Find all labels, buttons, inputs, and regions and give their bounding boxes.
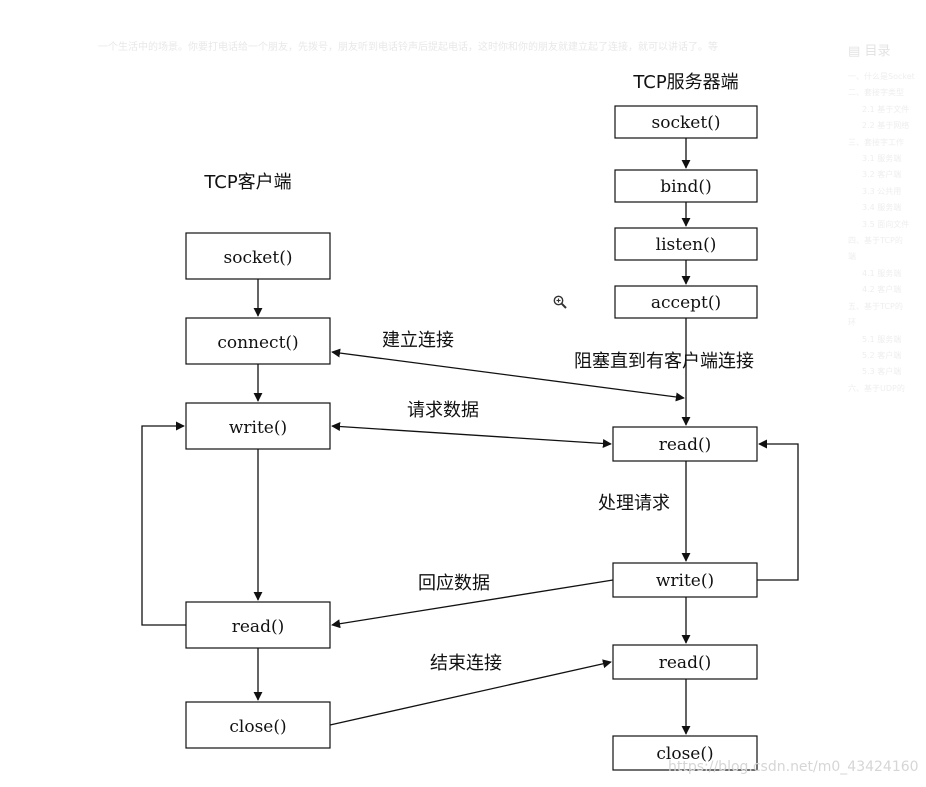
toc-item[interactable]: 一、什么是Socket: [848, 72, 915, 81]
server-bind-label: bind(): [660, 177, 711, 197]
toc-item[interactable]: 六、基于UDP的: [848, 383, 905, 393]
toc-title: 目录: [864, 44, 891, 59]
server-box-read-2: read(): [612, 644, 758, 680]
client-box-socket: socket(): [185, 232, 331, 280]
toc-item[interactable]: 端: [848, 252, 856, 262]
server-box-listen: listen(): [614, 227, 758, 261]
server-box-close: close(): [612, 735, 758, 771]
label-end: 结束连接: [430, 653, 502, 674]
label-response: 回应数据: [418, 573, 490, 594]
toc-item[interactable]: 3.1 服务端: [862, 154, 902, 164]
label-request: 请求数据: [407, 400, 479, 421]
watermark-url: https://blog.csdn.net/m0_43424160: [668, 759, 919, 775]
toc-item[interactable]: 3.4 服务端: [862, 203, 902, 213]
arrow-client-loop: [141, 421, 186, 626]
toc-item[interactable]: 2.2 基于网络: [862, 121, 910, 131]
arrow-request-data: [331, 422, 612, 448]
toc-item[interactable]: 五、基于TCP的: [848, 301, 903, 311]
server-write-label: write(): [656, 571, 714, 591]
label-block: 阻塞直到有客户端连接: [574, 351, 754, 372]
server-box-socket: socket(): [614, 105, 758, 139]
client-read-label: read(): [232, 617, 284, 637]
toc-item[interactable]: 2.1 基于文件: [862, 104, 910, 114]
server-box-write: write(): [612, 562, 758, 598]
toc-item[interactable]: 5.2 客户端: [862, 350, 902, 360]
label-process: 处理请求: [598, 493, 670, 514]
client-box-read: read(): [185, 601, 331, 649]
intro-paragraph: 一个生活中的场景。你要打电话给一个朋友，先拨号，朋友听到电话铃声后提起电话，这时…: [98, 42, 718, 53]
toc-item[interactable]: 3.5 面向文件: [862, 219, 910, 229]
server-accept-label: accept(): [651, 293, 721, 313]
toc-item[interactable]: 3.2 客户端: [862, 170, 902, 180]
arrow-end-connection: [329, 659, 612, 726]
client-close-label: close(): [229, 717, 286, 737]
toc-item[interactable]: 4.2 客户端: [862, 285, 902, 295]
server-title: TCP服务器端: [632, 72, 738, 93]
label-establish: 建立连接: [382, 330, 454, 351]
toc-item[interactable]: 三、套接字工作: [848, 137, 904, 147]
toc-item[interactable]: 环: [848, 318, 856, 328]
toc-list: 一、什么是Socket 二、套接字类型 2.1 基于文件 2.2 基于网络三、套接字工…: [848, 69, 926, 397]
client-socket-label: socket(): [224, 248, 293, 268]
diagram-canvas: TCP客户端 TCP服务器端 socket() connect() write(…: [98, 68, 816, 780]
arrow-establish-connection: [331, 348, 685, 402]
server-box-read: read(): [612, 426, 758, 462]
client-title: TCP客户端: [203, 172, 291, 193]
toc-item[interactable]: 二、套接字类型: [848, 88, 904, 98]
server-socket-label: socket(): [652, 113, 721, 133]
table-of-contents: ▤ 目录 一、什么是Socket 二、套接字类型 2.1 基于文件 2.2 基于网络三…: [848, 40, 926, 397]
toc-item[interactable]: 3.3 公共用: [862, 186, 902, 196]
client-box-write: write(): [185, 402, 331, 450]
client-write-label: write(): [229, 418, 287, 438]
client-connect-label: connect(): [217, 333, 298, 353]
toc-item[interactable]: 5.3 客户端: [862, 367, 902, 377]
client-box-connect: connect(): [185, 317, 331, 365]
server-close-label: close(): [656, 744, 713, 764]
client-box-close: close(): [185, 701, 331, 749]
server-box-accept: accept(): [614, 285, 758, 319]
list-icon: ▤: [848, 44, 861, 59]
server-read-2-label: read(): [659, 653, 711, 673]
toc-item[interactable]: 4.1 服务端: [862, 268, 902, 278]
tcp-flow-diagram: TCP客户端 TCP服务器端 socket() connect() write(…: [98, 68, 816, 780]
server-listen-label: listen(): [656, 235, 717, 255]
server-box-bind: bind(): [614, 169, 758, 203]
arrow-server-loop: [757, 439, 799, 581]
toc-item[interactable]: 5.1 服务端: [862, 334, 902, 344]
zoom-in-icon[interactable]: [552, 294, 568, 310]
server-read-label: read(): [659, 435, 711, 455]
toc-heading: ▤ 目录: [848, 40, 926, 59]
arrow-response-data: [331, 579, 614, 629]
toc-item[interactable]: 四、基于TCP的: [848, 236, 903, 246]
